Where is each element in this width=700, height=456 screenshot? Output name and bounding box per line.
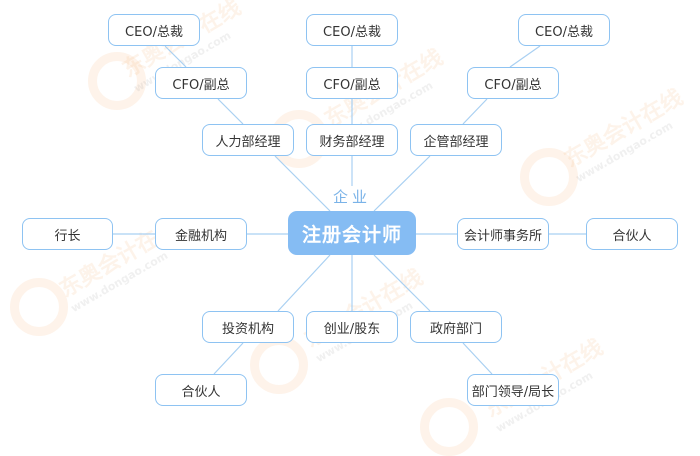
node-department-head[interactable]: 部门领导/局长: [467, 374, 559, 406]
connector-lines: [113, 45, 586, 375]
branch-label-enterprise: 企业: [332, 188, 371, 206]
node-ceo-left[interactable]: CEO/总裁: [108, 14, 200, 46]
center-node[interactable]: 注册会计师: [288, 211, 416, 255]
node-bank-president[interactable]: 行长: [22, 218, 113, 250]
node-ceo-right[interactable]: CEO/总裁: [518, 14, 610, 46]
node-cfo-mid[interactable]: CFO/副总: [306, 67, 398, 99]
node-hr-manager[interactable]: 人力部经理: [202, 124, 294, 156]
node-firm-partner[interactable]: 合伙人: [586, 218, 678, 250]
node-finance-manager[interactable]: 财务部经理: [306, 124, 398, 156]
node-cfo-right[interactable]: CFO/副总: [467, 67, 559, 99]
node-cfo-left[interactable]: CFO/副总: [155, 67, 247, 99]
node-accounting-firm[interactable]: 会计师事务所: [457, 218, 549, 250]
node-financial-institution[interactable]: 金融机构: [155, 218, 247, 250]
node-government-department[interactable]: 政府部门: [410, 311, 502, 343]
node-ceo-mid[interactable]: CEO/总裁: [306, 14, 398, 46]
node-startup-shareholder[interactable]: 创业/股东: [306, 311, 398, 343]
node-investment-partner[interactable]: 合伙人: [155, 374, 247, 406]
node-management-manager[interactable]: 企管部经理: [410, 124, 502, 156]
node-investment-institution[interactable]: 投资机构: [202, 311, 294, 343]
